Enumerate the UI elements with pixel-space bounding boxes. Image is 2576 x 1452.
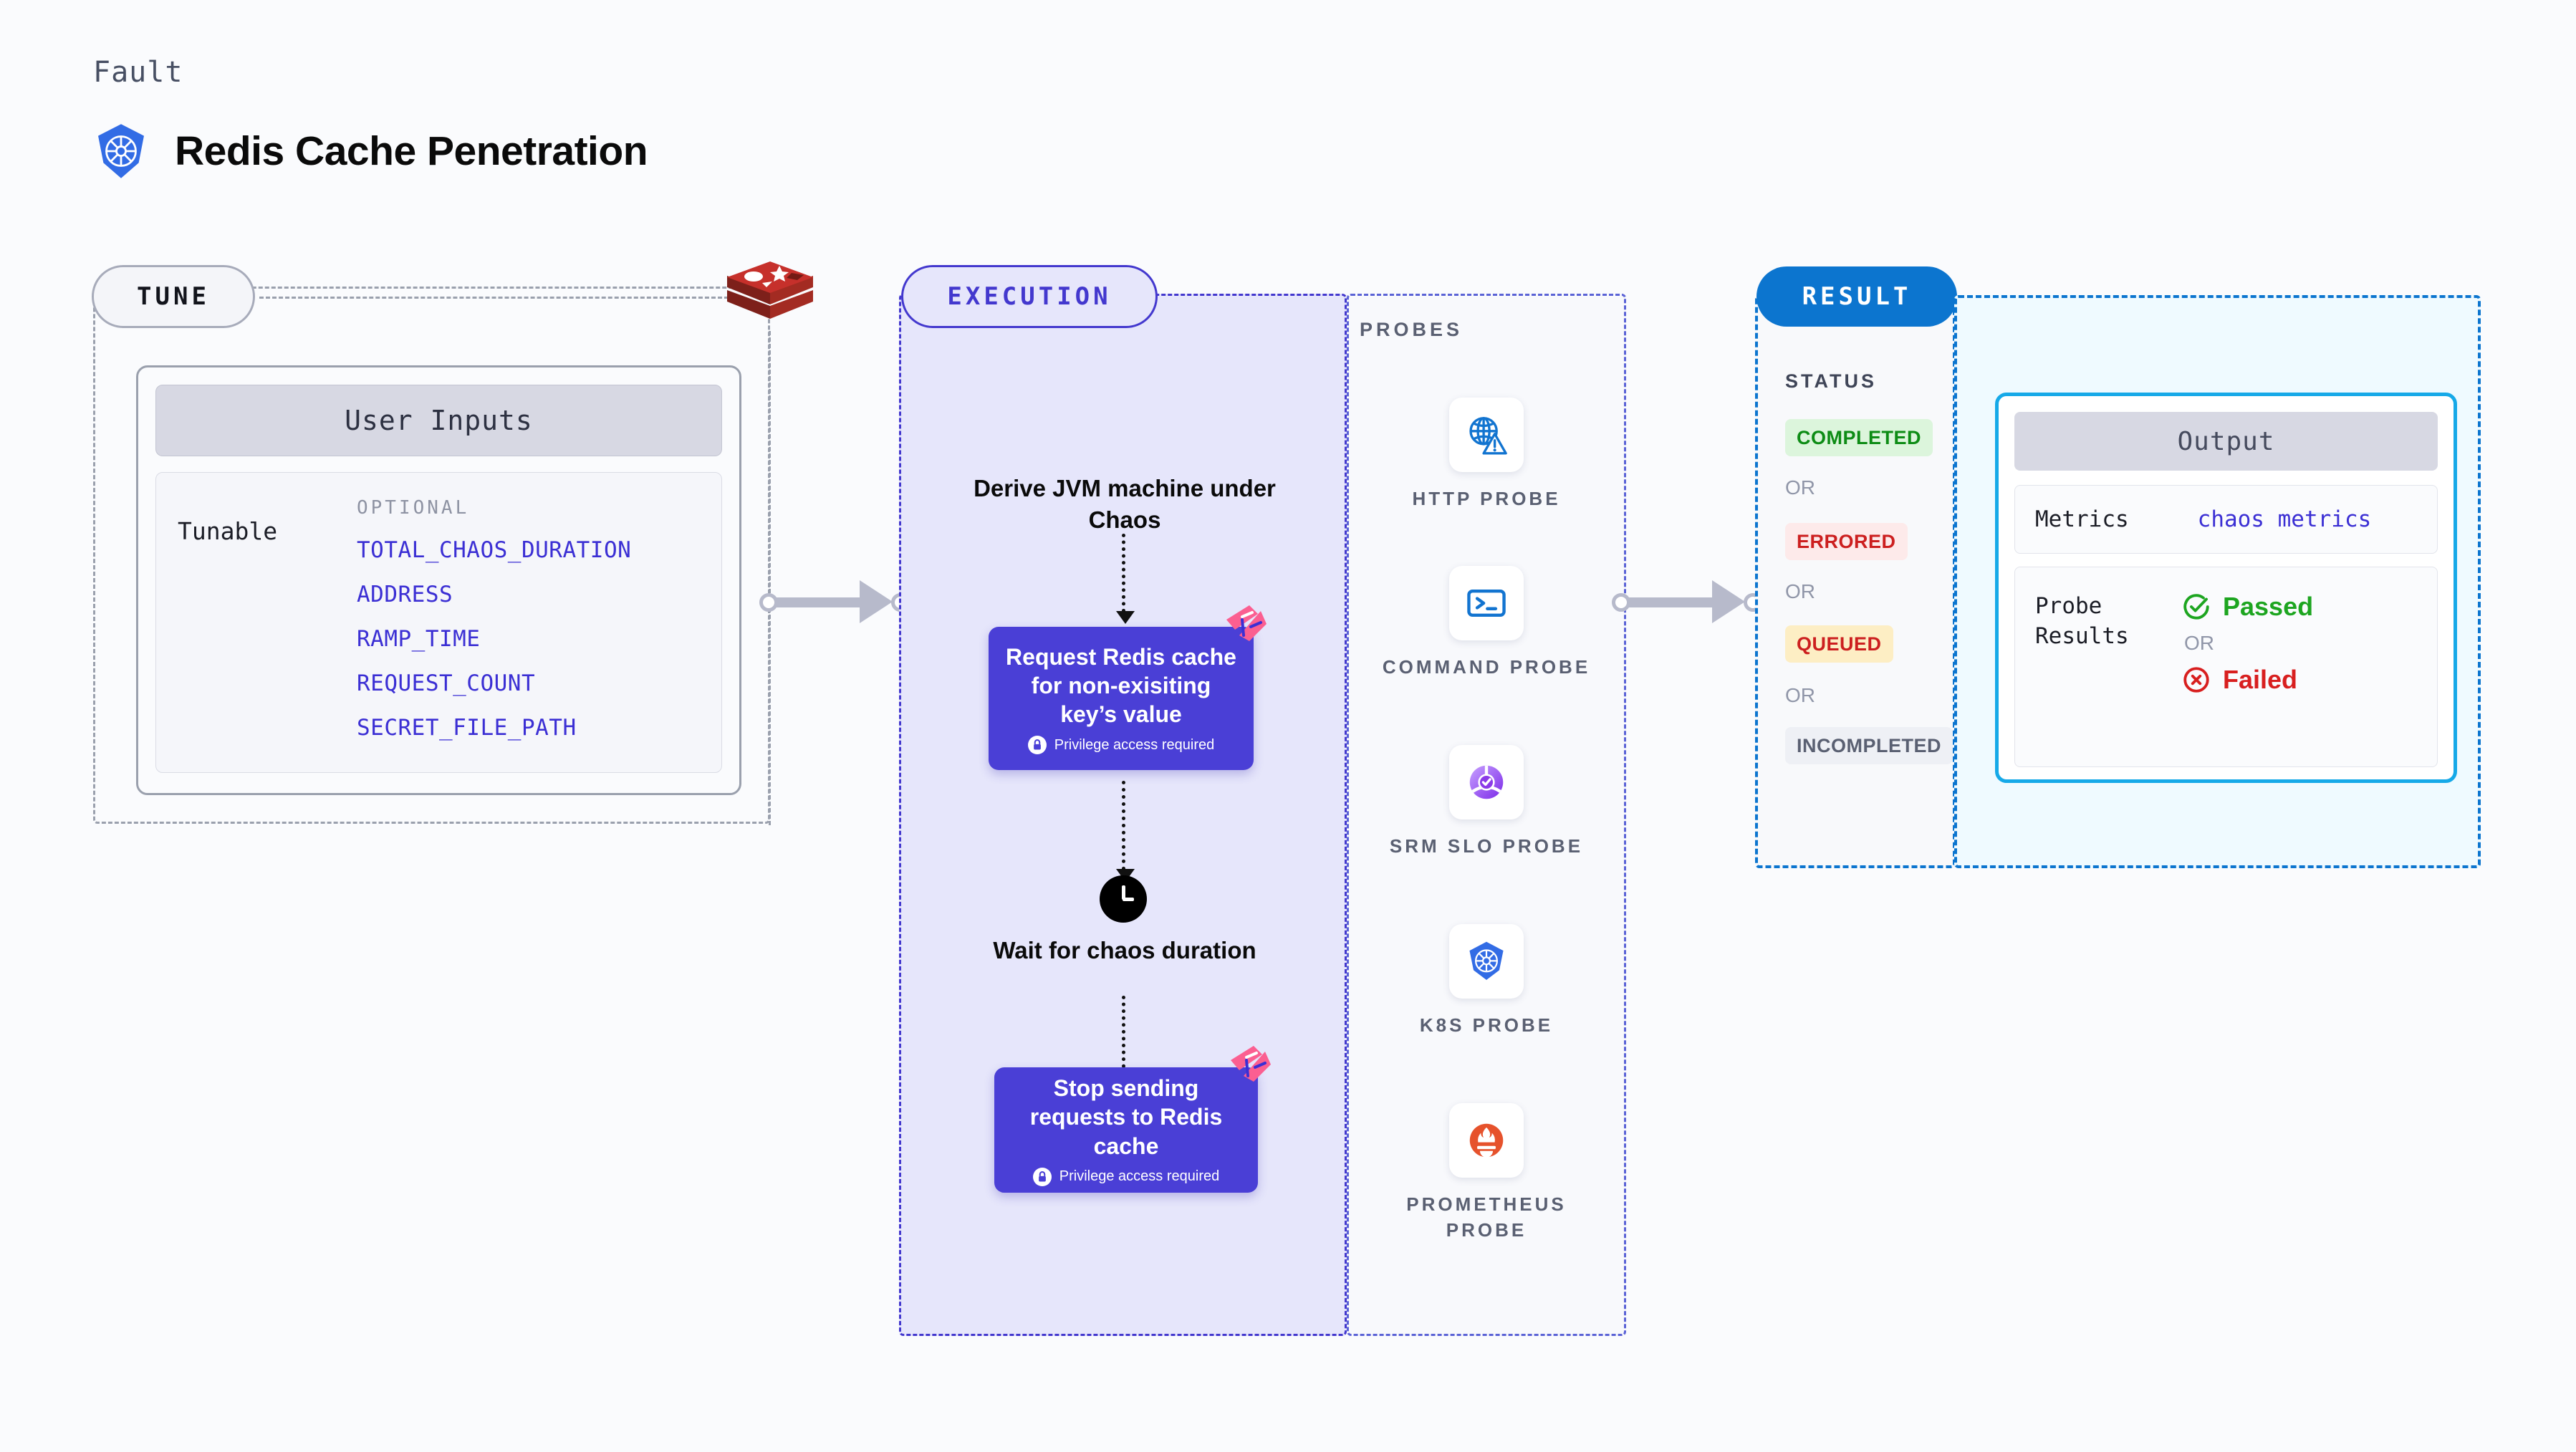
status-badge-incompleted: INCOMPLETED: [1785, 727, 1953, 764]
srm-slo-icon: [1469, 765, 1504, 799]
status-or-2: OR: [1785, 580, 1815, 602]
page-title: Redis Cache Penetration: [175, 128, 648, 174]
check-circle-icon: [2183, 594, 2209, 620]
kubernetes-icon: [1469, 941, 1504, 981]
output-header: Output: [2014, 412, 2438, 471]
tunable-item-address[interactable]: ADDRESS: [357, 582, 453, 607]
clock-icon: [1100, 875, 1147, 923]
status-badge-errored: ERRORED: [1785, 523, 1908, 560]
privilege-note-1: Privilege access required: [1027, 736, 1215, 755]
execution-box-2-text: Stop sending requests to Redis cache: [1029, 1075, 1223, 1159]
probe-command[interactable]: COMMAND PROBE: [1379, 566, 1594, 681]
output-card: Output Metrics chaos metrics Probe Resul…: [1995, 393, 2457, 783]
execution-to-result-arrow: [1612, 580, 1762, 623]
execution-box-stop-requests[interactable]: Stop sending requests to Redis cache Pri…: [994, 1046, 1271, 1193]
probe-tile: [1449, 745, 1524, 819]
probe-label: SRM SLO PROBE: [1389, 835, 1584, 857]
user-inputs-body: Tunable OPTIONAL TOTAL_CHAOS_DURATION AD…: [155, 472, 722, 773]
user-inputs-card: User Inputs Tunable OPTIONAL TOTAL_CHAOS…: [136, 365, 741, 795]
globe-warning-icon: [1469, 417, 1507, 455]
execution-badge[interactable]: EXECUTION: [901, 265, 1158, 328]
tunable-item-ramp-time[interactable]: RAMP_TIME: [357, 626, 481, 652]
prometheus-icon: [1469, 1123, 1504, 1158]
passed-label: Passed: [2223, 592, 2314, 621]
probe-result-or: OR: [2184, 632, 2214, 654]
privilege-note-2-text: Privilege access required: [1059, 1168, 1220, 1185]
probe-srm-slo[interactable]: SRM SLO PROBE: [1379, 745, 1594, 860]
probe-http[interactable]: HTTP PROBE: [1379, 398, 1594, 512]
redis-logo-icon: [727, 261, 813, 319]
optional-group: OPTIONAL TOTAL_CHAOS_DURATION ADDRESS RA…: [357, 497, 700, 748]
step-arrow-2: [1116, 781, 1135, 882]
step-arrow-1: [1116, 534, 1135, 624]
probe-prometheus[interactable]: PROMETHEUS PROBE: [1379, 1103, 1594, 1244]
tune-badge[interactable]: TUNE: [92, 265, 255, 328]
result-badge[interactable]: RESULT: [1756, 266, 1957, 327]
probe-results-row: Probe Results Passed OR Failed: [2014, 567, 2438, 767]
probe-result-failed: Failed: [2181, 665, 2417, 695]
tune-to-redis-connector: [259, 297, 729, 299]
redis-drop-connector: [769, 331, 771, 825]
tunable-item-secret-file-path[interactable]: SECRET_FILE_PATH: [357, 715, 577, 741]
tunable-item-total-chaos-duration[interactable]: TOTAL_CHAOS_DURATION: [357, 537, 632, 563]
status-badge-queued: QUEUED: [1785, 625, 1893, 663]
lock-icon: [1032, 1167, 1052, 1186]
probe-label: COMMAND PROBE: [1382, 656, 1591, 678]
page-kicker: Fault: [93, 56, 183, 89]
tune-to-execution-arrow: [759, 580, 910, 623]
user-inputs-header: User Inputs: [155, 385, 722, 456]
derive-jvm-step-label: Derive JVM machine under Chaos: [974, 475, 1276, 533]
tunable-label: Tunable: [178, 517, 278, 545]
probe-tile: [1449, 566, 1524, 640]
litmus-badge-icon: [1231, 1046, 1271, 1082]
status-or-1: OR: [1785, 476, 1815, 499]
metrics-row: Metrics chaos metrics: [2014, 485, 2438, 554]
kubernetes-icon: [98, 124, 144, 178]
optional-title: OPTIONAL: [357, 497, 470, 519]
wait-step-label: Wait for chaos duration: [993, 937, 1256, 963]
probe-label: PROMETHEUS PROBE: [1406, 1193, 1567, 1241]
probe-tile: [1449, 924, 1524, 999]
result-panel: [1755, 295, 1956, 868]
x-circle-icon: [2183, 667, 2209, 693]
status-badge-completed: COMPLETED: [1785, 419, 1933, 456]
probe-k8s[interactable]: K8S PROBE: [1379, 924, 1594, 1039]
probes-title: PROBES: [1360, 319, 1464, 340]
tunable-item-request-count[interactable]: REQUEST_COUNT: [357, 670, 536, 696]
probe-tile: [1449, 398, 1524, 472]
metrics-label: Metrics: [2035, 506, 2129, 532]
page-title-row: Redis Cache Penetration: [92, 122, 648, 181]
failed-label: Failed: [2223, 665, 2298, 694]
status-or-3: OR: [1785, 684, 1815, 706]
execution-box-request-redis[interactable]: Request Redis cache for non-exisiting ke…: [989, 605, 1267, 770]
terminal-icon: [1467, 590, 1506, 617]
metrics-value[interactable]: chaos metrics: [2197, 506, 2372, 532]
litmus-badge-icon: [1226, 605, 1267, 641]
probe-tile: [1449, 1103, 1524, 1178]
probe-result-passed: Passed: [2181, 592, 2417, 622]
privilege-note-1-text: Privilege access required: [1054, 736, 1215, 753]
probe-results-label: Probe Results: [2035, 593, 2129, 649]
lock-icon: [1027, 736, 1047, 755]
probe-label: K8S PROBE: [1419, 1014, 1554, 1036]
probe-results-values: Passed OR Failed: [2171, 592, 2417, 742]
execution-box-1-text: Request Redis cache for non-exisiting ke…: [1006, 643, 1236, 728]
status-title: STATUS: [1785, 370, 1877, 392]
probe-label: HTTP PROBE: [1412, 488, 1561, 509]
privilege-note-2: Privilege access required: [1032, 1167, 1220, 1186]
